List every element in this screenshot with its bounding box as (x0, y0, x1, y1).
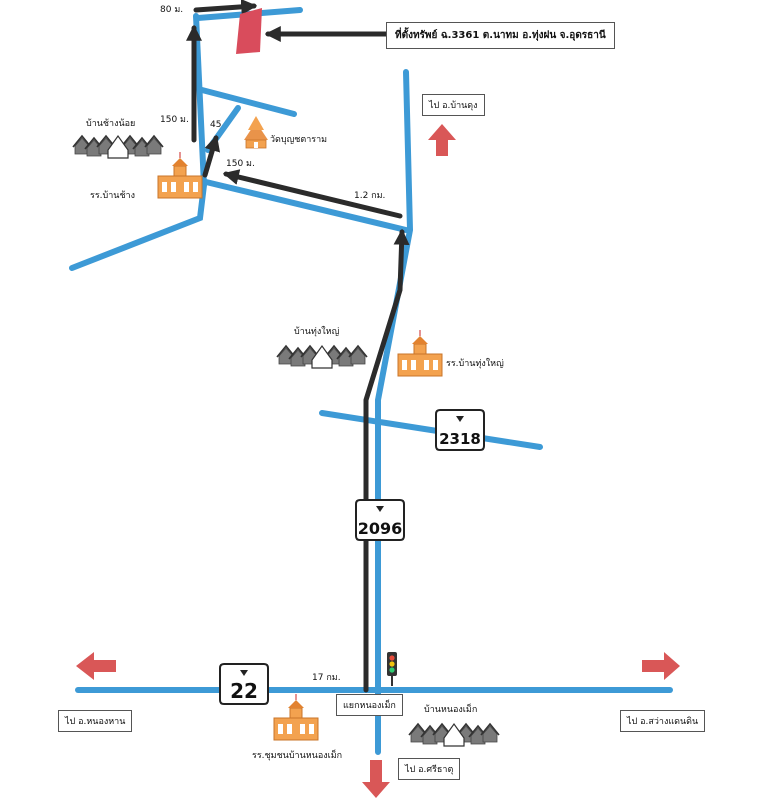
route-branch-arrow (222, 169, 403, 219)
distance-150m-north: 150 ม. (160, 115, 189, 125)
red-arrow-icon (362, 760, 390, 798)
route-school-arrow (202, 134, 221, 178)
village-houses-icon (72, 134, 164, 159)
village-houses-icon (276, 344, 368, 369)
route-shield-2318-number: 2318 (439, 430, 481, 448)
route-shield-2318: 2318 (435, 409, 485, 451)
distance-150m-school: 150 ม. (226, 159, 255, 169)
village-nong-mek-label: บ้านหนองเม็ก (424, 705, 478, 715)
road-village-main (203, 179, 409, 233)
direction-north-label: ไป อ.บ้านดุง (422, 94, 485, 116)
school-icon (273, 693, 319, 741)
route-shield-22-number: 22 (230, 679, 258, 703)
road-2096 (375, 69, 414, 755)
temple-label: วัดบุญชตาราม (270, 135, 328, 145)
red-arrow-icon (642, 652, 680, 680)
distance-45: 45 (210, 120, 222, 130)
road-village-west (69, 13, 208, 271)
direction-west-label: ไป อ.หนองหาน (58, 710, 133, 732)
school-thung-yai-label: รร.บ้านทุ่งใหญ่ (446, 359, 504, 369)
temple-icon (244, 116, 268, 149)
property-label: ที่ตั้งทรัพย์ ฉ.3361 ต.นาทม อ.ทุ่งฝน จ.อ… (386, 22, 615, 49)
red-arrow-icon (76, 652, 116, 680)
direction-south-label: ไป อ.ศรีธาตุ (398, 758, 461, 780)
route-shield-22: 22 (219, 663, 269, 705)
direction-arrows (76, 124, 680, 798)
school-nong-mek-label: รร.ชุมชนบ้านหนองเม็ก (252, 751, 343, 761)
route-shield-2096: 2096 (355, 499, 405, 541)
route-top-arrow (193, 0, 258, 15)
red-arrow-icon (428, 124, 456, 156)
distance-80m: 80 ม. (160, 5, 184, 15)
distance-17km: 17 กม. (312, 673, 341, 683)
school-icon (397, 329, 443, 377)
route-main-arrow (363, 228, 410, 693)
direction-east-label: ไป อ.สว่างแดนดิน (620, 710, 706, 732)
property-plot (236, 8, 262, 54)
route-arrows (185, 0, 410, 693)
school-ban-chang-label: รร.บ้านช้าง (90, 191, 136, 201)
route-shield-2096-number: 2096 (358, 519, 403, 538)
traffic-light-icon (387, 652, 397, 686)
road-2318 (319, 410, 543, 450)
road-village-mid (199, 87, 297, 117)
village-chang-noi-label: บ้านช้างน้อย (86, 119, 136, 129)
village-thung-yai-label: บ้านทุ่งใหญ่ (294, 327, 340, 337)
school-icon (157, 151, 203, 199)
village-houses-icon (408, 722, 500, 747)
distance-1-2km: 1.2 กม. (354, 191, 386, 201)
junction-label: แยกหนองเม็ก (336, 694, 403, 716)
